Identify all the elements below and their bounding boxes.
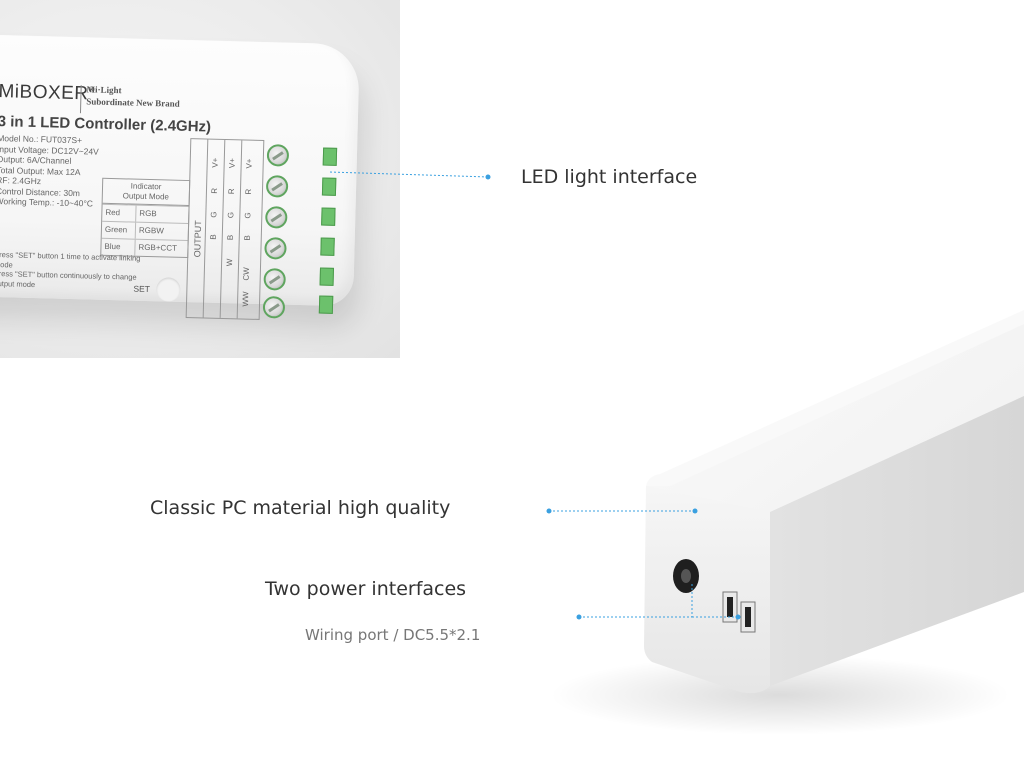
- leader-line: [329, 171, 489, 178]
- controller-front-photo: MiBOXER® Mi·Light Subordinate New Brand …: [0, 0, 400, 358]
- controller-rear-photo: [550, 310, 1024, 735]
- callout-power-interfaces: Two power interfaces: [265, 578, 467, 600]
- case-side-face: [770, 396, 1024, 686]
- case-end-face: [644, 486, 770, 694]
- leader-dot: [692, 508, 698, 514]
- leader-dot: [735, 614, 741, 620]
- drop-shadow: [550, 655, 1010, 735]
- leader-dot: [576, 614, 582, 620]
- callout-led-interface: LED light interface: [521, 166, 698, 188]
- callout-pc-material: Classic PC material high quality: [150, 497, 451, 519]
- leader-line: [579, 582, 693, 618]
- callout-power-subtext: Wiring port / DC5.5*2.1: [305, 626, 481, 644]
- case-rim: [646, 310, 1024, 486]
- leader-dot: [485, 174, 491, 180]
- leader-dot: [546, 508, 552, 514]
